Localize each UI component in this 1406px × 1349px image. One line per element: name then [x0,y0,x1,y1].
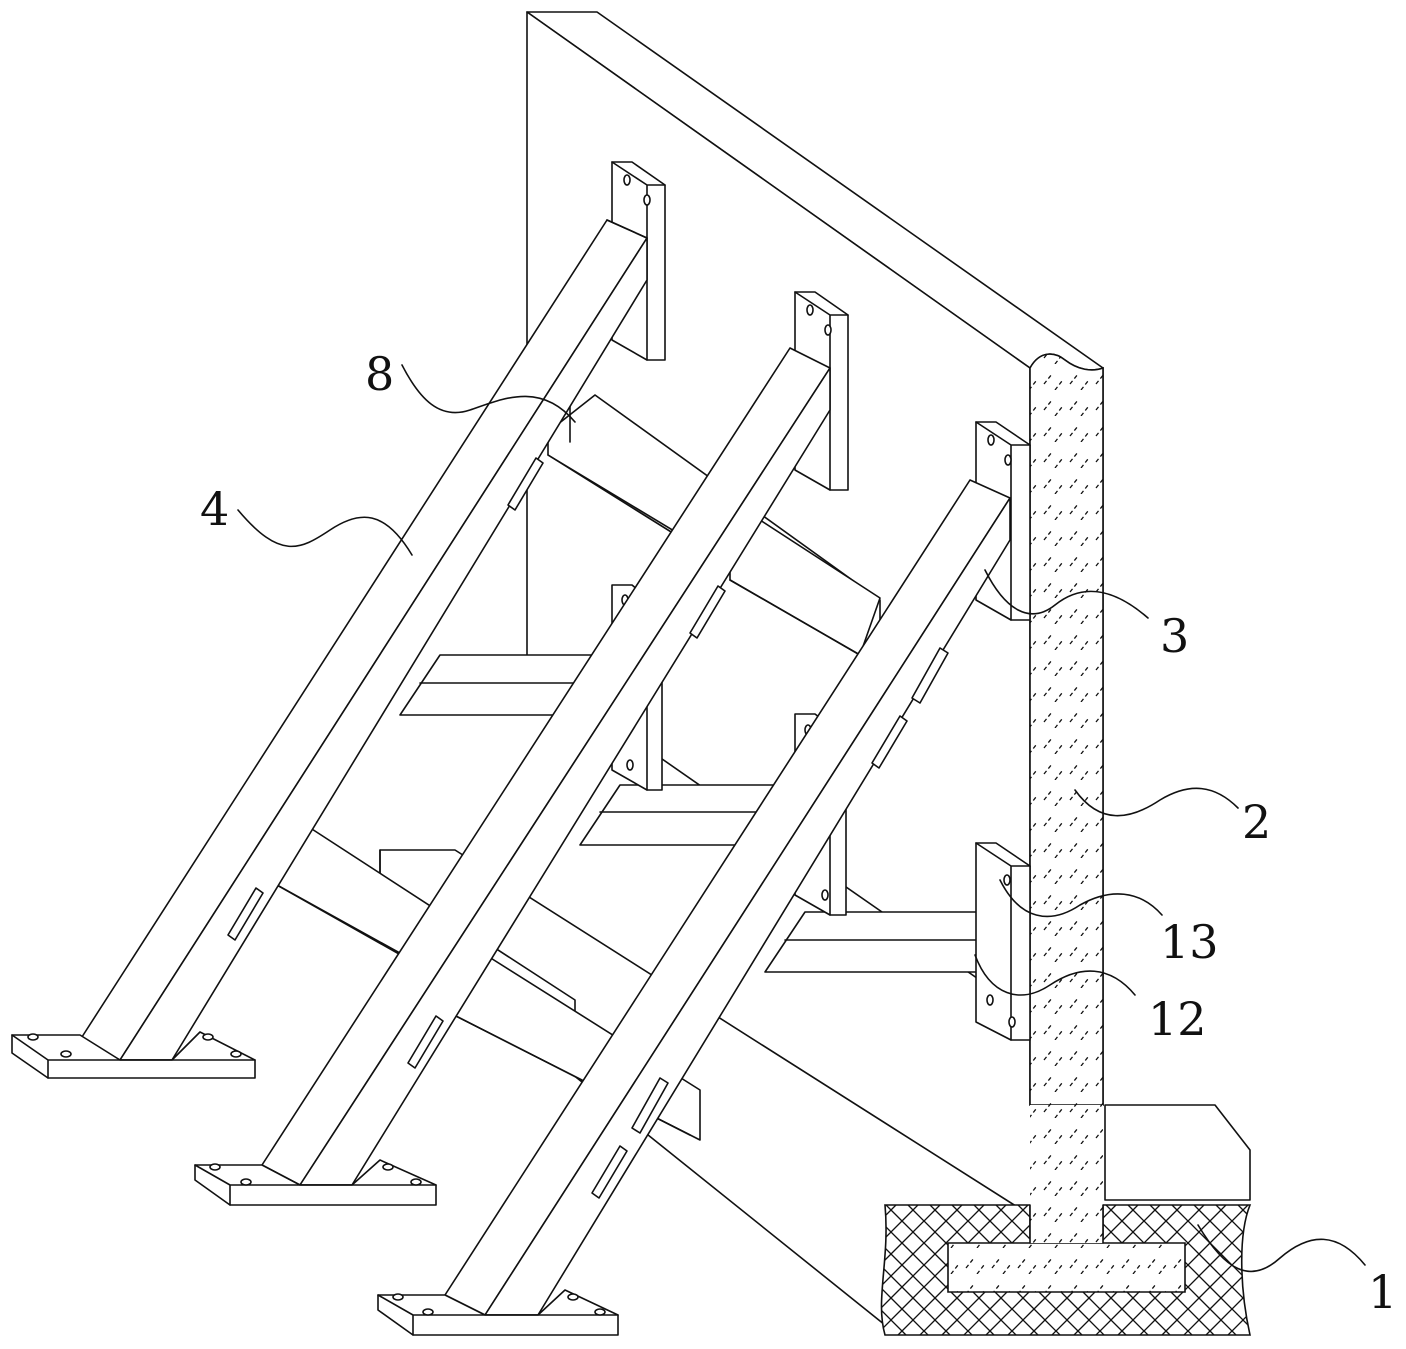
label-crossbar: 8 [365,347,394,401]
label-mount-plate: 12 [1148,992,1207,1046]
base-slab-back [1104,1104,1251,1201]
inclined-beam-front [377,479,1011,1336]
foundation-section [880,1105,1252,1336]
part-labels: 4 8 3 2 13 12 1 [200,347,1397,1319]
label-base: 1 [1368,1265,1397,1319]
label-inclined-beam: 4 [200,482,229,536]
label-brace: 3 [1160,609,1189,663]
label-bolt-hole: 13 [1160,915,1219,969]
leader-lines [237,364,1366,1273]
label-wall: 2 [1242,795,1271,849]
inclined-beam-middle [194,347,831,1206]
inclined-beam-left [11,219,648,1079]
